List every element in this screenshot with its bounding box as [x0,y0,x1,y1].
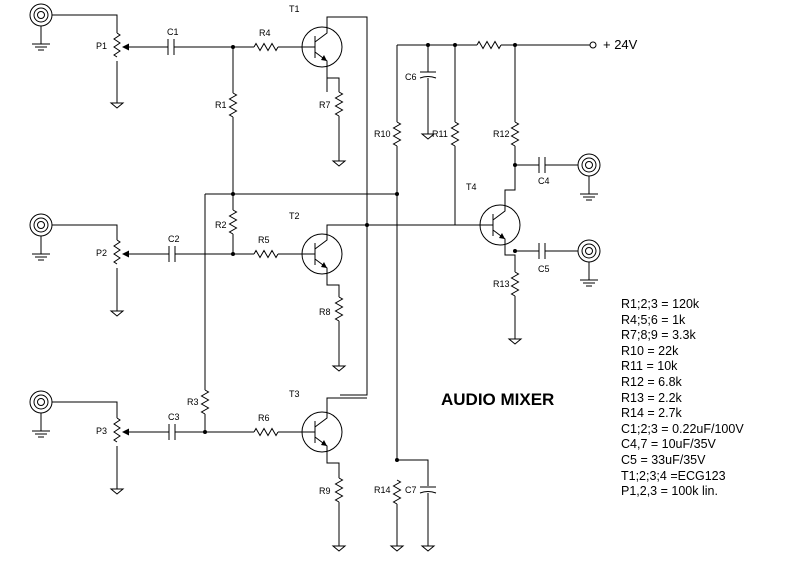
label-t2: T2 [289,211,300,221]
label-r1: R1 [215,100,227,110]
label-c6: C6 [405,72,417,82]
label-c7: C7 [405,485,417,495]
parts-list-item: C5 = 33uF/35V [621,452,706,467]
parts-list-item: R12 = 6.8k [621,374,682,389]
resistor-r3 [201,389,209,415]
parts-list-item: R1;2;3 = 120k [621,297,700,311]
label-r6: R6 [258,413,270,423]
label-r5: R5 [258,235,270,245]
label-r3: R3 [187,397,199,407]
supply-voltage-label: + 24V [603,37,638,52]
output-jack-1-icon [577,153,601,201]
resistor-r7 [335,91,343,117]
parts-list-item: R11 = 10k [621,359,678,374]
transistor-t2-icon [299,227,343,281]
transistor-t3-icon [299,405,343,459]
label-p2: P2 [96,248,107,258]
transistor-t4-icon [477,198,521,252]
label-c4: C4 [538,176,550,186]
label-c2: C2 [168,234,180,244]
label-r7: R7 [319,100,331,110]
resistor-r8 [335,296,343,322]
resistor-r12 [511,121,519,147]
parts-list-item: C4,7 = 10uF/35V [621,437,716,452]
bias-chain [201,47,397,432]
capacitor-c7 [419,486,437,494]
input-channel-2 [29,213,455,372]
supply-terminal-icon [589,41,597,49]
label-r9: R9 [319,486,331,496]
capacitor-c2 [168,245,176,263]
diagram-title: AUDIO MIXER [441,390,554,409]
capacitor-c4 [538,156,546,174]
label-r14: R14 [374,485,391,495]
capacitor-c6 [419,71,437,79]
label-c3: C3 [168,412,180,422]
label-c5: C5 [538,264,550,274]
input-jack-1-icon [29,3,53,51]
label-p3: P3 [96,426,107,436]
potentiometer-p1 [113,32,121,58]
label-t1: T1 [289,4,300,14]
potentiometer-p2 [113,239,121,265]
capacitor-c1 [167,38,175,56]
resistor-r5 [253,250,279,258]
resistor-r11 [451,121,459,147]
input-jack-3-icon [29,390,53,438]
label-r8: R8 [319,307,331,317]
label-r12: R12 [493,129,510,139]
input-channel-1 [29,3,368,396]
resistor-r10 [393,121,401,147]
label-r10: R10 [374,129,391,139]
parts-list-item: P1,2,3 = 100k lin. [621,484,718,499]
parts-list-item: C1;2;3 = 0.22uF/100V [621,421,744,436]
output-jack-2-icon [577,239,601,287]
parts-list-item: R10 = 22k [621,343,679,358]
resistor-r1 [229,92,237,118]
label-p1: P1 [96,41,107,51]
input-jack-2-icon [29,213,53,261]
resistor-r9 [335,477,343,503]
label-t4: T4 [466,182,477,192]
input-channel-3 [29,390,367,552]
parts-list-item: R7;8;9 = 3.3k [621,328,696,343]
resistor-r14-supply [476,41,502,49]
parts-list-item: R13 = 2.2k [621,390,682,405]
label-r13: R13 [493,279,510,289]
potentiometer-p3 [113,417,121,443]
label-r11: R11 [432,129,448,139]
resistor-r2 [229,209,237,235]
label-r2: R2 [215,220,227,230]
resistor-r4 [253,43,279,51]
parts-list-item: R14 = 2.7k [621,406,682,421]
capacitor-c3 [168,423,176,441]
resistor-r13 [511,271,519,297]
output-stage [390,41,601,552]
label-c1: C1 [167,27,179,37]
label-r4: R4 [259,28,271,38]
transistor-t1-icon [299,20,343,74]
capacitor-c5 [538,242,546,260]
label-t3: T3 [289,389,300,399]
parts-list: R1;2;3 = 120k R4;5;6 = 1k R7;8;9 = 3.3k … [621,297,744,500]
component-labels: P1 P2 P3 C1 C2 C3 C4 C5 C6 C7 R1 R2 R3 R… [96,4,638,496]
parts-list-item: T1;2;3;4 =ECG123 [621,468,726,483]
parts-list-item: R4;5;6 = 1k [621,312,686,327]
resistor-r6 [253,428,279,436]
resistor-r14 [393,479,401,505]
